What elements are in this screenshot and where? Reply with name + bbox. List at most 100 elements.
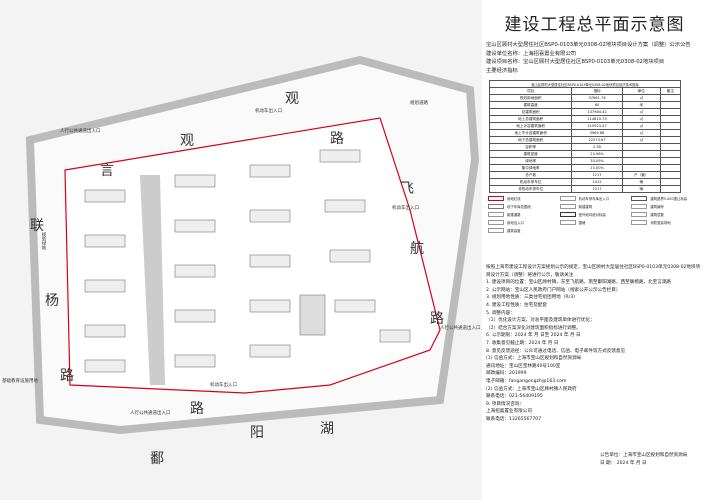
map-label: 规划绿地 xyxy=(41,232,46,250)
table-cell xyxy=(621,157,661,165)
legend-item: 围墙 xyxy=(559,220,632,225)
legend-swatch-icon xyxy=(631,196,648,201)
note-line: 联系电话：13265567707 xyxy=(486,416,542,422)
road-label: 飞 xyxy=(400,181,414,197)
legend-label: 建筑退界5.000退让标高 xyxy=(650,197,688,201)
table-cell: 机动车停车位 xyxy=(488,178,573,186)
table-cell: ㎡ xyxy=(621,129,661,137)
table-cell: 137984.42 xyxy=(571,108,623,116)
indicators-table: 宝山区顾村大型居住社区BSP0-0103单元0308-02地块项目经济技术指标 … xyxy=(488,80,682,193)
road-label: 鄱 xyxy=(150,451,164,467)
legend-label: 机动车停车库出入口 xyxy=(578,197,610,201)
notice-title: 宝山区顾村大型居住社区BSP0-0103单元0308-02地块项目设计方案（调整… xyxy=(486,42,691,48)
road-label: 观 xyxy=(285,91,299,107)
note-line: 通讯地址：宝山区宝林路40号100室 xyxy=(486,363,561,369)
legend-swatch-icon xyxy=(488,196,504,201)
legend-swatch-icon xyxy=(559,196,576,201)
page-title: 建设工程总平面示意图 xyxy=(504,15,685,35)
table-cell: 户（套） xyxy=(621,171,661,179)
legend-label: 室外地坪绝对标高 xyxy=(578,213,606,217)
buildings xyxy=(84,149,411,373)
table-cell: ㎡ xyxy=(621,115,661,123)
note-line: 6. 公示期限：2024 年 月 日至 2024 年 月 日 xyxy=(486,333,581,339)
table-cell: 1217 xyxy=(571,171,623,179)
legend-swatch-icon xyxy=(488,220,504,225)
table-cell xyxy=(621,150,661,158)
legend-item: 用地红线 xyxy=(488,196,560,201)
note-line: （2）结合方案深化对建筑面积指标进行调整。 xyxy=(486,325,581,331)
pedestrian-path xyxy=(140,175,165,385)
signature: 公告单位：上海市宝山区规划和自然资源局 日 期： 2024 年 月 日 xyxy=(600,452,687,468)
road-label: 观 xyxy=(180,133,194,149)
legend-item: 用地出入口 xyxy=(488,220,560,225)
road-label: 路 xyxy=(330,131,344,147)
table-cell: ㎡ xyxy=(621,94,661,102)
note-line: 邮政编码：201999 xyxy=(486,371,527,377)
table-cell: ㎡ xyxy=(621,108,661,116)
table-cell: 22273.67 xyxy=(571,136,623,144)
table-cell: 建筑高度 xyxy=(488,101,573,109)
table-cell: 地上不计容建筑面积 xyxy=(488,129,573,137)
table-header: 项目 xyxy=(488,87,573,95)
legend-label: 建筑编号 xyxy=(650,205,664,209)
map-label: 机动车出入口 xyxy=(210,383,237,388)
legend-label: 用地红线 xyxy=(507,197,521,201)
legend-swatch-icon xyxy=(559,212,576,217)
road-label: 路 xyxy=(60,368,74,384)
legend-swatch-icon xyxy=(488,204,504,209)
road-label: 湖 xyxy=(320,421,334,437)
table-cell xyxy=(659,185,682,193)
legend-label: 新建建筑 xyxy=(578,205,593,209)
legend-label: 建筑高度 xyxy=(507,229,521,233)
table-cell: 地下总建筑面积 xyxy=(488,136,573,144)
legend-label: 围墙 xyxy=(578,221,586,225)
note-line: 1. 建设项目的位置：宝山区顾村镇，东至飞航路，南至鄱阳湖路，西至联杨路，北至言… xyxy=(486,280,672,286)
road-label: 航 xyxy=(410,241,424,257)
table-cell: 23.96% xyxy=(571,150,623,158)
table-cell: 辆 xyxy=(621,185,661,193)
table-cell: ㎡ xyxy=(621,122,661,130)
table-cell: 3969.88 xyxy=(571,129,623,137)
legend-swatch-icon xyxy=(488,228,504,233)
table-header: 单位 xyxy=(621,87,661,95)
table-cell: 37661.76 xyxy=(571,94,623,102)
table-cell: 地上总建筑面积 xyxy=(488,115,573,123)
legend-item: 地下车库范围线 xyxy=(488,204,560,209)
note-line: 2. 公示网站：宝山区人民政府门户网站（线索公开公示公告栏目） xyxy=(486,287,621,293)
legend-item: 消防登高场地 xyxy=(631,220,703,225)
table-header: 指标 xyxy=(571,87,623,95)
table-cell xyxy=(659,150,682,158)
note-line: 4. 建设工程性质：住宅及配套 xyxy=(486,302,547,308)
table-cell: 13.00% xyxy=(571,164,623,172)
sign-date: 日 期： 2024 年 月 日 xyxy=(600,461,647,466)
legend-label: 用地出入口 xyxy=(507,221,524,225)
legend-item: 建筑高度 xyxy=(488,228,560,233)
legend-item: 建筑编号 xyxy=(631,204,703,209)
indicators-label: 主要经济指标 xyxy=(486,67,518,74)
map-label: 人行公共通道出入口 xyxy=(440,326,481,331)
note-line: 5. 调整内容： xyxy=(486,310,515,316)
table-cell: 33.09% xyxy=(571,157,623,165)
table-cell xyxy=(659,171,682,179)
legend-swatch-icon xyxy=(559,204,576,209)
table-cell: 辆 xyxy=(621,178,661,186)
table-cell: 110923.47 xyxy=(571,122,623,130)
legend-swatch-icon xyxy=(631,220,648,225)
note-line: 9. 项目情况咨询： xyxy=(486,401,525,407)
table-cell xyxy=(659,136,682,144)
table-cell: 总户数 xyxy=(488,171,573,179)
legend-swatch-icon xyxy=(559,220,576,225)
table-cell xyxy=(659,129,682,137)
legend-item: 室外地坪绝对标高 xyxy=(559,212,632,217)
table-cell xyxy=(659,108,682,116)
legend-swatch-icon xyxy=(631,212,648,217)
